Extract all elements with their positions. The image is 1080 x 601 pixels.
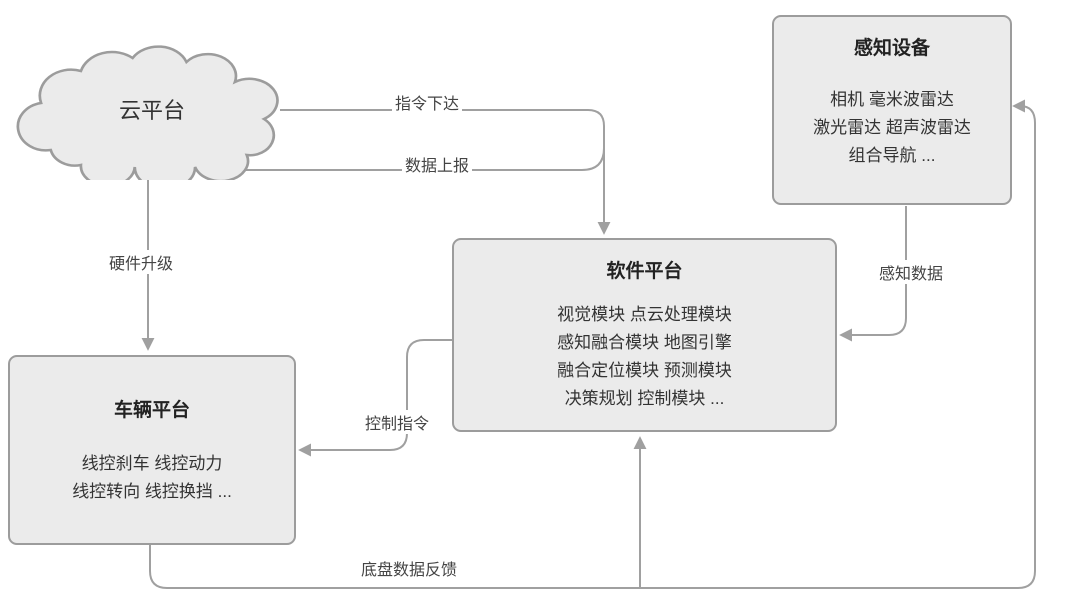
software-body-line: 融合定位模块 预测模块: [557, 361, 732, 380]
software-node-title: 软件平台: [606, 261, 683, 282]
edge-control-command-arrow: [298, 339, 452, 457]
edge-label-chassis-feedback: 底盘数据反馈: [358, 556, 461, 580]
software-body-line: 决策规划 控制模块 ...: [564, 389, 725, 408]
perception-body-line: 相机 毫米波雷达: [830, 90, 954, 109]
edge-label-hardware-upgrade: 硬件升级: [106, 250, 177, 274]
edge-label-report: 数据上报: [402, 152, 473, 176]
cloud-icon: [16, 45, 279, 180]
node-software: 软件平台 视觉模块 点云处理模块 感知融合模块 地图引擎 融合定位模块 预测模块…: [452, 238, 837, 432]
perception-node-title: 感知设备: [853, 38, 930, 59]
edge-chassis-feedback-line: [149, 99, 1036, 589]
vehicle-body-line: 线控刹车 线控动力: [81, 454, 223, 473]
edge-label-perception-data: 感知数据: [876, 260, 947, 284]
cloud-node-label: 云平台: [118, 98, 185, 123]
software-body-line: 视觉模块 点云处理模块: [557, 305, 732, 324]
perception-node-body: 相机 毫米波雷达 激光雷达 超声波雷达 组合导航 ...: [774, 86, 1010, 170]
software-body-line: 感知融合模块 地图引擎: [557, 333, 732, 352]
vehicle-node-title: 车辆平台: [113, 400, 190, 421]
edge-label-control-command: 控制指令: [362, 410, 433, 434]
edge-label-command: 指令下达: [392, 90, 463, 114]
node-perception: 感知设备 相机 毫米波雷达 激光雷达 超声波雷达 组合导航 ...: [772, 15, 1012, 205]
node-cloud: 云平台: [12, 25, 292, 180]
edge-command-arrow: [280, 109, 611, 235]
software-node-body: 视觉模块 点云处理模块 感知融合模块 地图引擎 融合定位模块 预测模块 决策规划…: [454, 301, 835, 413]
edge-report-arrow: [212, 147, 605, 177]
edge-perception-data-arrow: [839, 206, 907, 342]
perception-body-line: 激光雷达 超声波雷达: [813, 118, 971, 137]
vehicle-node-body: 线控刹车 线控动力 线控转向 线控换挡 ...: [10, 450, 294, 506]
node-vehicle: 车辆平台 线控刹车 线控动力 线控转向 线控换挡 ...: [8, 355, 296, 545]
perception-body-line: 组合导航 ...: [848, 146, 936, 165]
vehicle-body-line: 线控转向 线控换挡 ...: [72, 482, 232, 501]
